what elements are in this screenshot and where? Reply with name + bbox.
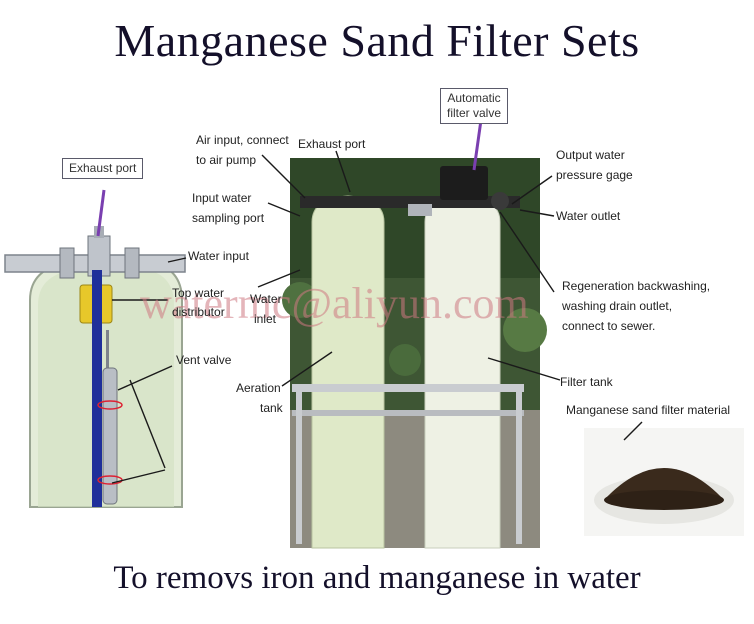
cutaway-tank [4,226,186,508]
page-title: Manganese Sand Filter Sets [114,15,640,66]
automatic-valve-box: Automatic filter valve [440,88,509,124]
label-top-water-1: Top water [172,286,225,300]
label-water-outlet: Water outlet [556,209,621,223]
automatic-valve-line-1: Automatic [447,91,501,105]
label-water-inlet-2: inlet [254,312,277,326]
label-input-sampling-1: Input water [192,191,252,205]
watermark: watermc@aliyun.com [140,279,529,328]
filter-photo [282,158,547,549]
label-water-inlet-1: Water [250,292,282,306]
label-filter-material: Manganese sand filter material [566,403,731,417]
automatic-valve-line-2: filter valve [447,106,502,120]
label-output-gage-1: Output water [556,148,625,162]
label-exhaust-port: Exhaust port [298,137,366,151]
label-input-sampling-2: sampling port [192,211,265,225]
label-aeration-tank-2: tank [260,401,283,415]
label-regen-3: connect to sewer. [562,319,656,333]
box-pointers [96,119,483,237]
callout-lines [111,150,643,484]
label-air-input-2: to air pump [196,153,257,167]
page-subtitle: To removs iron and manganese in water [113,560,641,596]
label-output-gage-2: pressure gage [556,168,633,182]
label-aeration-tank-1: Aeration [236,381,281,395]
label-air-input-1: Air input, connect [196,133,289,147]
label-regen-1: Regeneration backwashing, [562,279,711,293]
label-water-input: Water input [188,249,249,263]
label-filter-tank: Filter tank [560,375,613,389]
label-top-water-2: distributor [172,305,225,319]
label-vent-valve: Vent valve [176,353,232,367]
sand-material-photo [584,428,744,536]
exhaust-port-box: Exhaust port [62,158,144,179]
label-regen-2: washing drain outlet, [562,299,673,313]
